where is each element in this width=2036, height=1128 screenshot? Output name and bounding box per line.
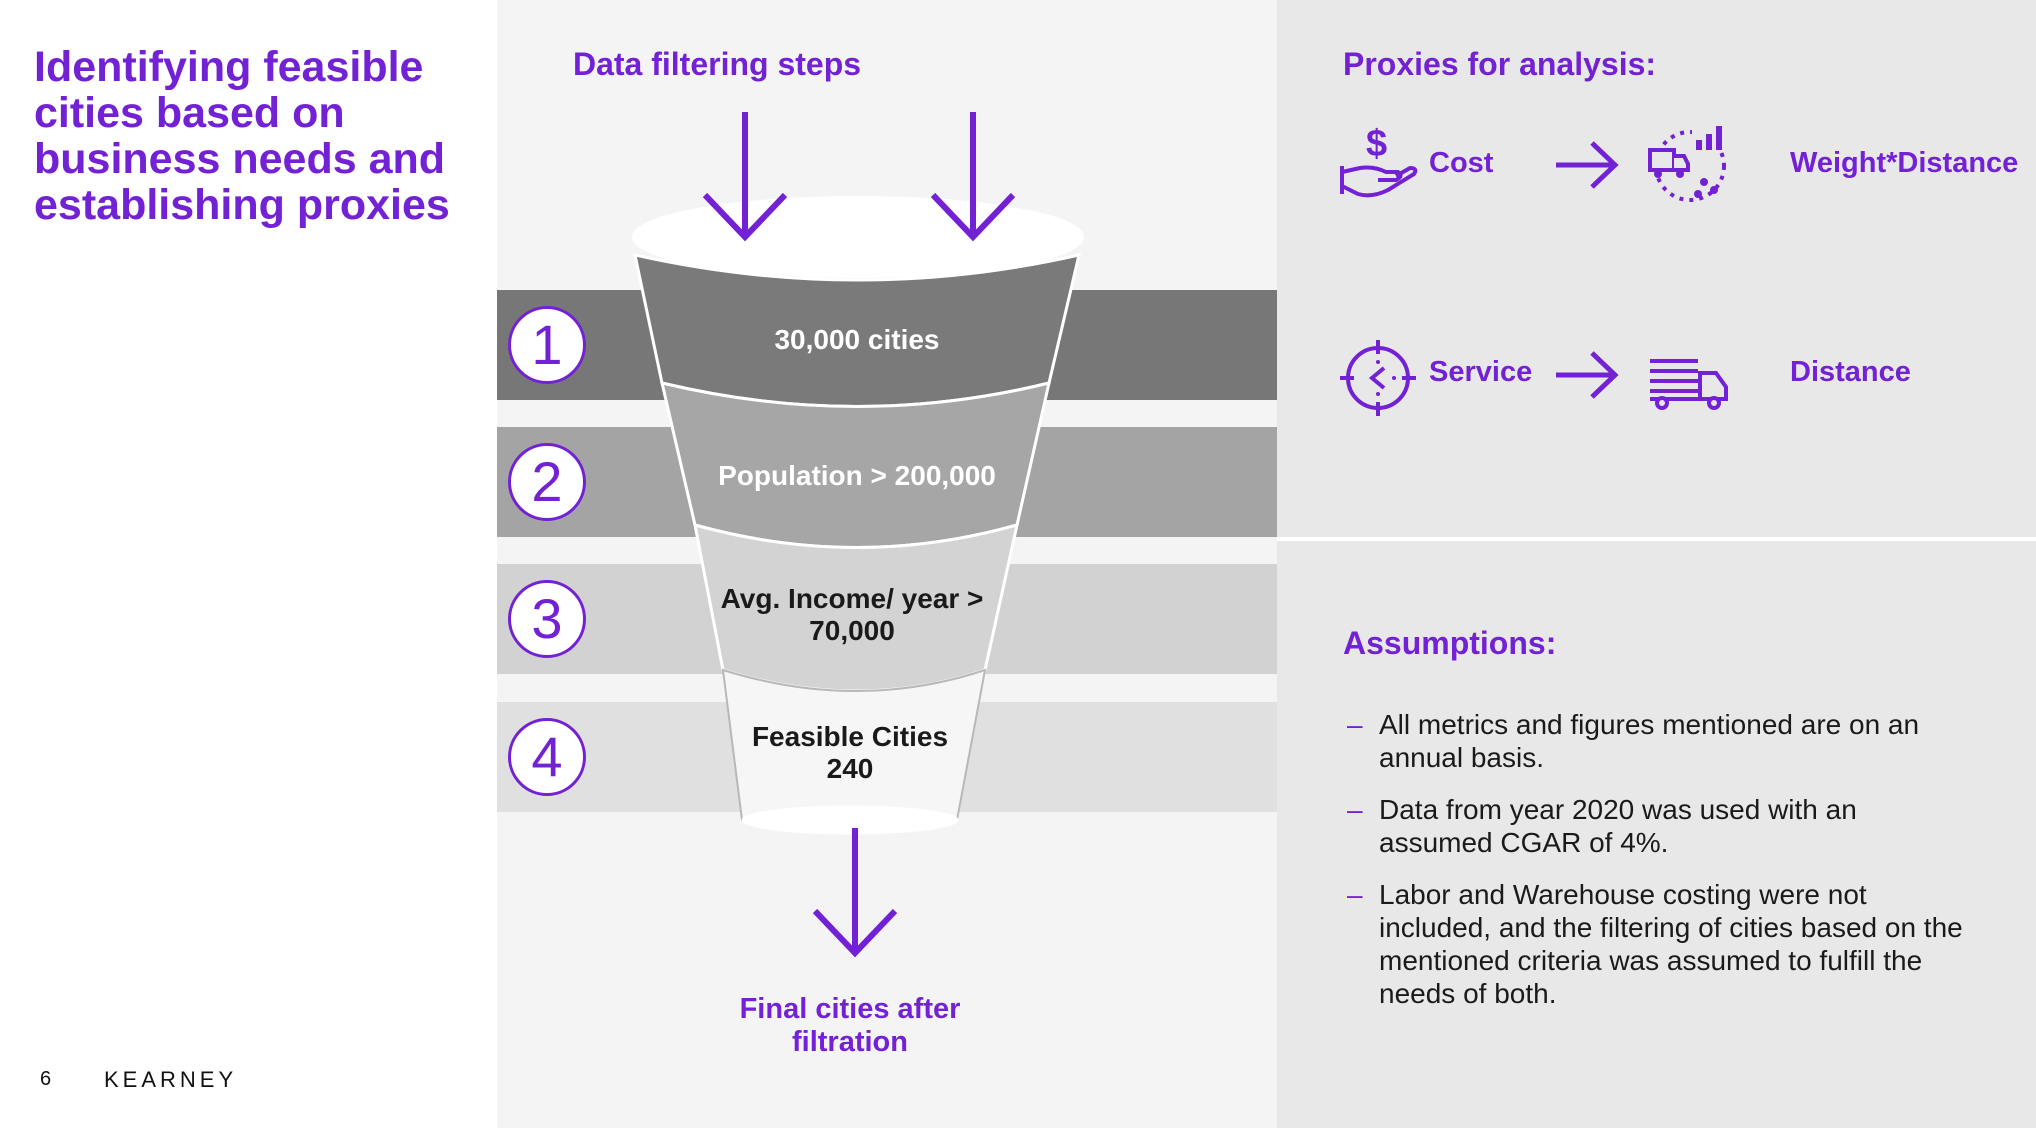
assumption-text: All metrics and figures mentioned are on… <box>1379 709 1920 773</box>
assumption-text: Labor and Warehouse costing were not inc… <box>1379 879 1963 1009</box>
funnel-label-1: 30,000 cities <box>774 324 940 355</box>
funnel-graphic <box>632 196 1084 835</box>
output-arrow-icon <box>812 828 898 958</box>
svg-text:$: $ <box>1366 123 1387 165</box>
funnel-label-2: Population > 200,000 <box>718 460 996 491</box>
slide-title: Identifying feasible cities based on bus… <box>34 43 450 229</box>
step-number-3: 3 <box>508 580 586 658</box>
step-number-1: 1 <box>508 306 586 384</box>
input-arrow-left-icon <box>702 112 788 242</box>
truck-chart-icon <box>1648 126 1728 202</box>
funnel-label-4: Feasible Cities 240 <box>751 721 949 784</box>
funnel-segment-4 <box>721 668 987 821</box>
assumption-item-2: – Data from year 2020 was used with an a… <box>1347 793 1967 859</box>
filter-steps-heading: Data filtering steps <box>572 46 862 82</box>
proxy-label-service: Service <box>1429 356 1533 388</box>
dash-bullet-icon: – <box>1347 794 1363 825</box>
hand-dollar-icon: $ <box>1340 123 1418 198</box>
proxies-heading: Proxies for analysis: <box>1343 46 1657 82</box>
proxy-value-weight-distance: Weight*Distance <box>1790 147 2019 179</box>
fast-truck-icon <box>1650 359 1728 410</box>
proxy-value-distance: Distance <box>1790 356 1911 388</box>
final-cities-label: Final cities after filtration <box>739 993 961 1058</box>
assumption-item-3: – Labor and Warehouse costing were not i… <box>1347 878 1967 1010</box>
right-arrow-icon <box>1556 141 1619 189</box>
input-arrow-right-icon <box>930 112 1016 242</box>
dash-bullet-icon: – <box>1347 709 1363 740</box>
right-arrow-icon <box>1556 351 1619 399</box>
proxies-panel <box>1277 0 2036 1128</box>
assumptions-heading: Assumptions: <box>1343 625 1557 661</box>
brand-logo: KEARNEY <box>104 1067 238 1092</box>
page-number: 6 <box>40 1068 52 1090</box>
step-number-2: 2 <box>508 443 586 521</box>
funnel-label-3: Avg. Income/ year > 70,000 <box>720 583 984 646</box>
proxy-label-cost: Cost <box>1429 147 1494 179</box>
left-panel <box>0 0 497 1128</box>
funnel-outlet <box>741 805 959 835</box>
target-clock-icon <box>1340 340 1416 416</box>
dash-bullet-icon: – <box>1347 879 1363 910</box>
assumption-item-1: – All metrics and figures mentioned are … <box>1347 708 1967 774</box>
panel-divider <box>1277 537 2036 541</box>
step-number-4: 4 <box>508 718 586 796</box>
assumption-text: Data from year 2020 was used with an ass… <box>1379 794 1857 858</box>
